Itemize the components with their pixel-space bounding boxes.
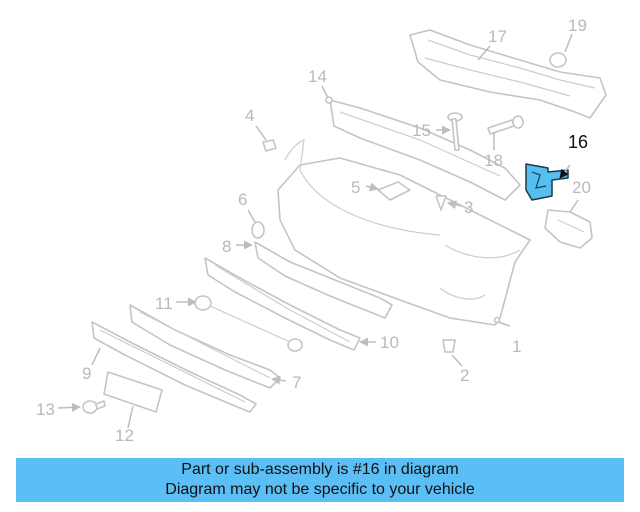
part-18-screw — [487, 115, 524, 135]
diagram-notice-banner: Part or sub-assembly is #16 in diagram D… — [16, 458, 624, 502]
part-5-bracket — [377, 181, 411, 201]
part-9-valance — [91, 321, 257, 413]
part-7-lower-grille — [129, 304, 281, 389]
part-15-bolt — [447, 112, 463, 151]
part-16-bracket-highlighted — [525, 163, 569, 201]
banner-line-part: Part or sub-assembly is #16 in diagram — [181, 461, 459, 478]
callout-19: 19 — [568, 16, 587, 35]
part-1-bumper-cover — [277, 139, 531, 326]
callout-3: 3 — [464, 198, 473, 217]
callout-1: 1 — [512, 337, 521, 356]
part-13-screw — [82, 400, 106, 414]
callout-16-highlighted: 16 — [568, 132, 588, 152]
callout-2: 2 — [460, 366, 469, 385]
part-3-pushpin — [435, 195, 447, 211]
callout-17: 17 — [488, 27, 507, 46]
part-4-clip — [262, 139, 277, 152]
callout-14: 14 — [308, 67, 327, 86]
part-17-reinforcement — [409, 29, 607, 119]
callout-9: 9 — [82, 364, 91, 383]
callout-20: 20 — [572, 178, 591, 197]
callout-7: 7 — [292, 373, 301, 392]
part-10-molding — [204, 257, 361, 351]
part-19-clip — [549, 52, 567, 68]
callout-8: 8 — [222, 237, 231, 256]
callout-12: 12 — [115, 426, 134, 445]
callout-numbers: 1 2 3 4 5 6 7 8 9 10 11 12 13 14 15 16 1… — [36, 16, 591, 445]
part-20-sensor — [544, 209, 593, 249]
part-12-license-bracket — [103, 371, 163, 413]
part-2-clip — [442, 339, 456, 353]
callout-5: 5 — [351, 178, 360, 197]
leader-lines — [57, 33, 579, 429]
callout-6: 6 — [238, 190, 247, 209]
part-8-grille — [254, 241, 393, 319]
callout-18: 18 — [484, 151, 503, 170]
part-6-grommet — [251, 221, 265, 239]
callout-15: 15 — [412, 121, 431, 140]
callout-11: 11 — [155, 294, 173, 313]
callout-13: 13 — [36, 400, 55, 419]
callout-4: 4 — [245, 106, 254, 125]
callout-10: 10 — [380, 333, 399, 352]
banner-line-disclaimer: Diagram may not be specific to your vehi… — [165, 481, 475, 498]
part-14-absorber — [325, 96, 521, 201]
